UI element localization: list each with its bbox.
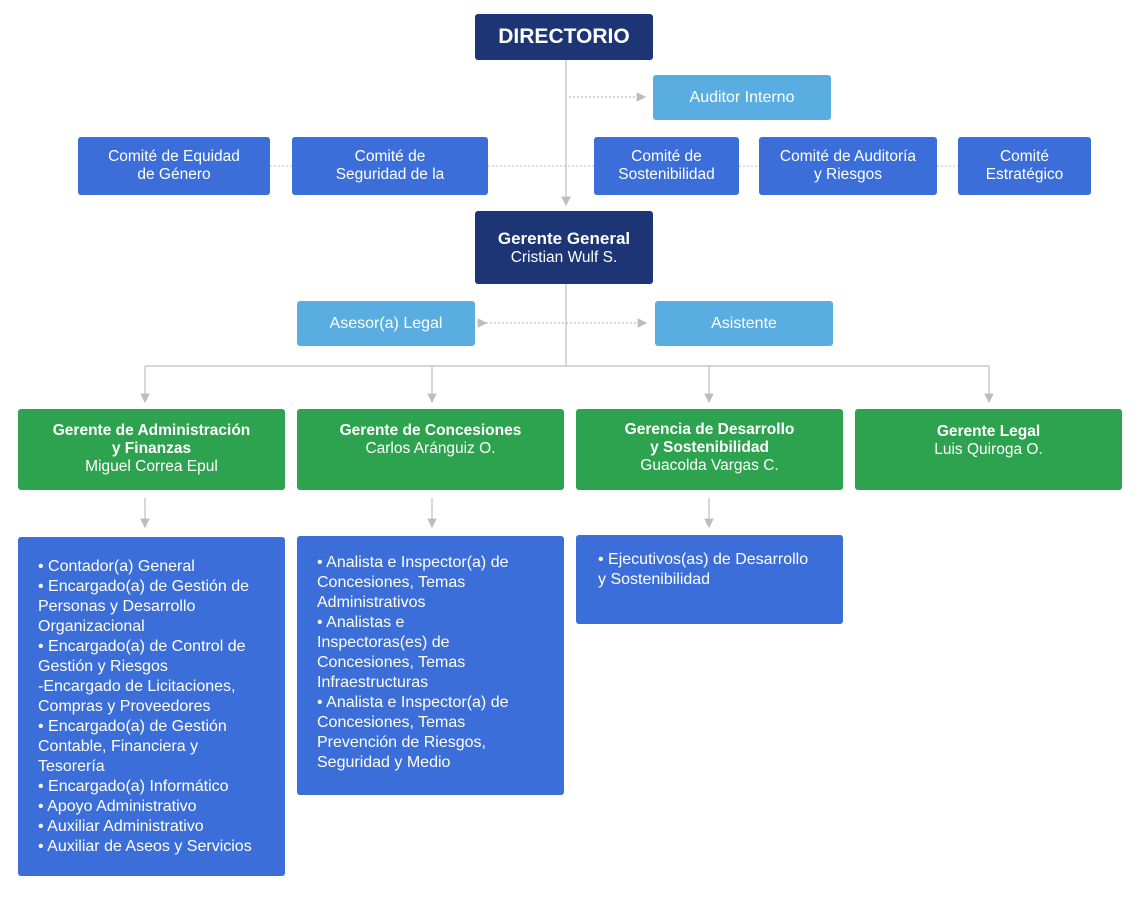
asesor-legal-label: Asesor(a) Legal [329, 314, 443, 332]
asesor-legal-node: Asesor(a) Legal [297, 301, 475, 346]
list-item: Tesorería [38, 758, 105, 775]
committee-seguridad: Comité de Seguridad de la [292, 137, 488, 195]
list-item: • Analista e Inspector(a) de [317, 694, 509, 711]
list-item: • Ejecutivos(as) de Desarrollo [598, 551, 809, 568]
manager-title: Gerente de Concesiones [339, 422, 522, 439]
committee-sostenibilidad: Comité de Sostenibilidad [594, 137, 739, 195]
admin-staff-list: • Contador(a) General • Encargado(a) de … [18, 537, 285, 876]
list-item: • Encargado(a) de Gestión de [38, 578, 250, 595]
gerente-general-title: Gerente General [497, 228, 631, 248]
manager-title: Gerencia de Desarrollo y Sostenibilidad [624, 421, 795, 456]
committee-auditoria: Comité de Auditoría y Riesgos [759, 137, 937, 195]
manager-name: Luis Quiroga O. [934, 441, 1043, 458]
committee-label: Comité de Auditoría y Riesgos [779, 148, 917, 183]
manager-concesiones: Gerente de Concesiones Carlos Aránguiz O… [297, 409, 564, 490]
committee-estrategico: Comité Estratégico [958, 137, 1091, 195]
list-item: Seguridad y Medio [317, 754, 451, 771]
list-item: Gestión y Riesgos [38, 658, 168, 675]
committee-label: Comité de Seguridad de la [335, 148, 445, 183]
list-item: Personas y Desarrollo [38, 598, 196, 615]
committee-equidad: Comité de Equidad de Género [78, 137, 270, 195]
list-item: Concesiones, Temas [317, 714, 466, 731]
manager-title: Gerente de Administración y Finanzas [52, 422, 251, 457]
list-item: • Encargado(a) Informático [38, 778, 229, 795]
list-item: Inspectoras(es) de [317, 634, 450, 651]
gerente-general-name: Cristian Wulf S. [510, 248, 618, 266]
manager-admin-finanzas: Gerente de Administración y Finanzas Mig… [18, 409, 285, 490]
list-item: • Analista e Inspector(a) de [317, 554, 509, 571]
directorio-label: DIRECTORIO [498, 25, 630, 48]
list-item: Administrativos [317, 594, 426, 611]
gerente-general-node: Gerente General Cristian Wulf S. [475, 211, 653, 284]
manager-name: Guacolda Vargas C. [640, 457, 779, 474]
manager-legal: Gerente Legal Luis Quiroga O. [855, 409, 1122, 490]
list-item: -Encargado de Licitaciones, [38, 678, 236, 695]
list-item: • Encargado(a) de Gestión [38, 718, 227, 735]
committee-label: Comité de Sostenibilidad [618, 148, 715, 183]
list-item: Concesiones, Temas [317, 574, 466, 591]
list-item: • Encargado(a) de Control de [38, 638, 246, 655]
list-item: • Auxiliar de Aseos y Servicios [38, 838, 252, 855]
asistente-node: Asistente [655, 301, 833, 346]
manager-name: Miguel Correa Epul [85, 458, 218, 475]
auditor-node: Auditor Interno [653, 75, 831, 120]
list-item: • Analistas e [317, 614, 405, 631]
auditor-label: Auditor Interno [689, 88, 795, 106]
list-item: y Sostenibilidad [598, 571, 711, 588]
list-item: Infraestructuras [317, 674, 429, 691]
list-item: Prevención de Riesgos, [317, 734, 486, 751]
list-item: • Contador(a) General [38, 558, 195, 575]
list-item: • Apoyo Administrativo [38, 798, 197, 815]
list-item: Compras y Proveedores [38, 698, 211, 715]
desarrollo-staff-list: • Ejecutivos(as) de Desarrollo y Sosteni… [576, 535, 843, 624]
committee-label: Comité Estratégico [985, 148, 1064, 183]
list-item: Organizacional [38, 618, 145, 635]
manager-desarrollo: Gerencia de Desarrollo y Sostenibilidad … [576, 409, 843, 490]
concesiones-staff-list: • Analista e Inspector(a) de Concesiones… [297, 536, 564, 795]
asistente-label: Asistente [711, 314, 777, 332]
list-item: Concesiones, Temas [317, 654, 466, 671]
directorio-node: DIRECTORIO [475, 14, 653, 60]
list-item: • Auxiliar Administrativo [38, 818, 204, 835]
committee-label: Comité de Equidad de Género [108, 148, 240, 183]
list-item: Contable, Financiera y [38, 738, 199, 755]
manager-name: Carlos Aránguiz O. [365, 440, 496, 457]
manager-title: Gerente Legal [936, 423, 1041, 440]
